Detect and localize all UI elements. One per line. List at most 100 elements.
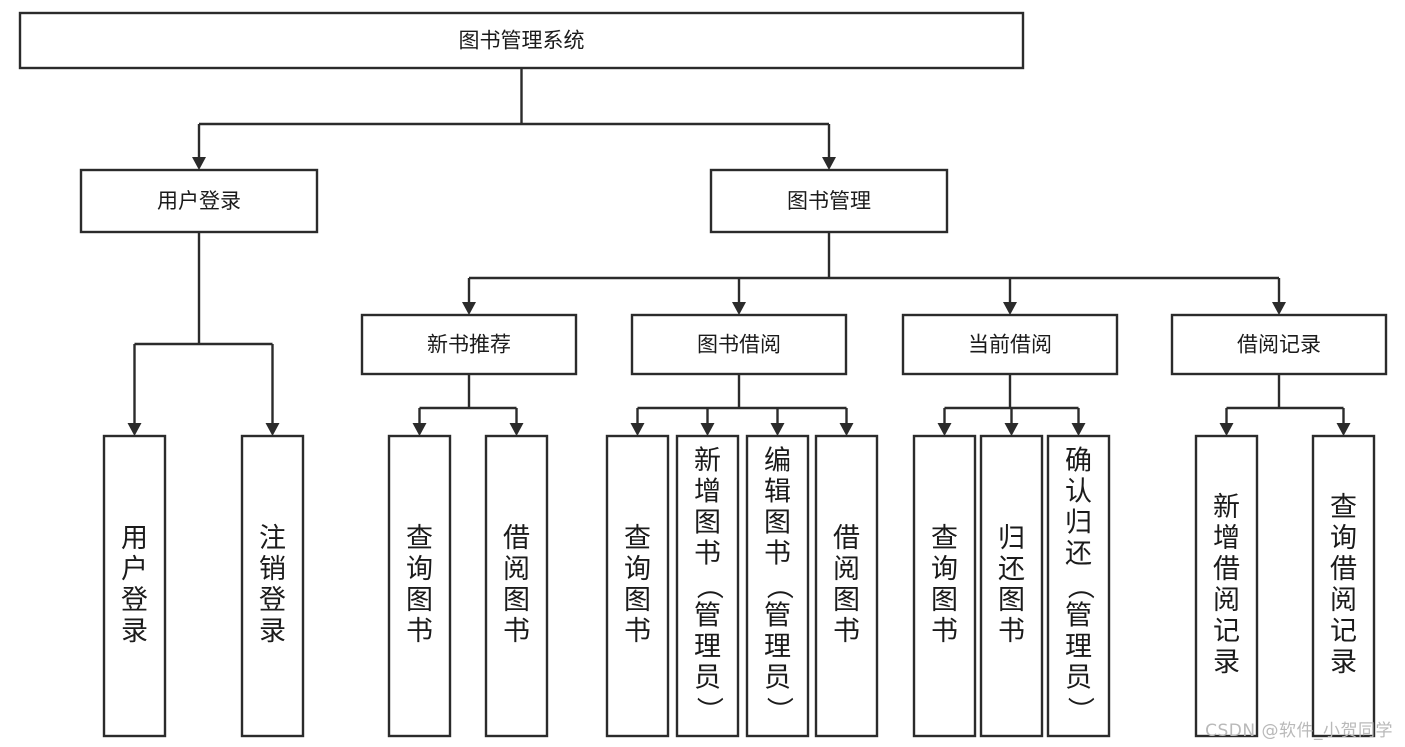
leaf-label-char: 图 (764, 508, 791, 539)
watermark-label: CSDN @软件_小贺同学 (1205, 721, 1393, 741)
node-box[interactable] (240, 434, 305, 738)
arrow-head-icon (462, 302, 476, 315)
node-box[interactable] (18, 11, 1025, 70)
node-box[interactable] (605, 434, 670, 738)
connector-group-current-borrow (937, 374, 1086, 436)
arrow-head-icon (1219, 423, 1234, 436)
node-box[interactable] (387, 434, 452, 738)
leaf-label-char: （ (693, 573, 724, 600)
leaf-label-char: 辑 (764, 477, 791, 508)
arrow-head-icon (509, 423, 524, 436)
arrow-head-icon (127, 423, 142, 436)
node-box[interactable] (79, 168, 319, 234)
node-box[interactable] (709, 168, 949, 234)
leaf-label-char: 认 (1065, 477, 1092, 508)
leaf-label-char: 图 (694, 508, 721, 539)
leaf-label-char: 录 (121, 616, 148, 647)
arrow-head-icon (630, 423, 645, 436)
leaf-label-char: 借 (1330, 554, 1357, 585)
connector-group-root (192, 68, 836, 170)
node-box[interactable] (1311, 434, 1376, 738)
leaf-label-char: 管 (1065, 601, 1092, 632)
node-leaf-user-login[interactable]: 用户登录 (102, 434, 167, 738)
leaf-label-char: 录 (259, 616, 286, 647)
leaf-label-char: 书 (833, 616, 860, 647)
node-box[interactable] (675, 434, 740, 738)
leaf-label-char: 新 (1213, 492, 1240, 523)
node-box[interactable] (901, 313, 1119, 376)
leaf-label-char: 确 (1065, 446, 1092, 477)
arrow-head-icon (1336, 423, 1351, 436)
leaf-label-char: ） (1064, 697, 1095, 724)
leaf-label-char: 查 (931, 523, 958, 554)
arrow-head-icon (1272, 302, 1286, 315)
leaf-label-char: （ (763, 573, 794, 600)
leaf-label-char: 图 (833, 585, 860, 616)
connector-group-user-login (127, 232, 280, 436)
node-box[interactable] (912, 434, 977, 738)
node-root[interactable]: 图书管理系统 (18, 11, 1025, 70)
leaf-label-char: 记 (1213, 616, 1240, 647)
leaf-label-char: 登 (259, 585, 286, 616)
node-current-borrow[interactable]: 当前借阅 (901, 313, 1119, 376)
leaf-label-char: 录 (1213, 647, 1240, 678)
node-box[interactable] (630, 313, 848, 376)
arrow-head-icon (1071, 423, 1086, 436)
leaf-label-char: 询 (406, 554, 433, 585)
arrow-head-icon (732, 302, 746, 315)
node-box[interactable] (979, 434, 1044, 738)
arrow-head-icon (1003, 302, 1017, 315)
leaf-label-char: 员 (764, 663, 791, 694)
leaf-label-char: 员 (1065, 663, 1092, 694)
node-label: 用户登录 (157, 189, 241, 213)
leaf-label-char: 销 (259, 554, 286, 585)
leaf-label-char: 图 (931, 585, 958, 616)
leaf-label-char: 询 (1330, 523, 1357, 554)
leaf-label-char: 归 (1065, 508, 1092, 539)
leaf-label-char: 员 (694, 663, 721, 694)
leaf-label-char: 书 (406, 616, 433, 647)
leaf-label-char: 借 (503, 523, 530, 554)
arrow-head-icon (937, 423, 952, 436)
node-box[interactable] (1046, 434, 1111, 738)
node-user-login[interactable]: 用户登录 (79, 168, 319, 234)
connector-group-new-book-recommend (412, 374, 524, 436)
leaf-label-char: 新 (694, 446, 721, 477)
leaf-label-char: 记 (1330, 616, 1357, 647)
leaf-label-char: 书 (624, 616, 651, 647)
node-box[interactable] (484, 434, 549, 738)
node-box[interactable] (1194, 434, 1259, 738)
node-book-management[interactable]: 图书管理 (709, 168, 949, 234)
node-box[interactable] (360, 313, 578, 376)
node-box[interactable] (814, 434, 879, 738)
arrow-head-icon (770, 423, 785, 436)
node-box[interactable] (745, 434, 810, 738)
node-borrow-record[interactable]: 借阅记录 (1170, 313, 1388, 376)
node-box[interactable] (1170, 313, 1388, 376)
leaf-label-char: 借 (833, 523, 860, 554)
leaf-label-char: （ (1064, 573, 1095, 600)
leaf-label-char: 查 (1330, 492, 1357, 523)
leaf-label-char: 图 (503, 585, 530, 616)
node-box[interactable] (102, 434, 167, 738)
leaf-label-char: 注 (259, 523, 286, 554)
node-new-book-recommend[interactable]: 新书推荐 (360, 313, 578, 376)
node-book-borrow[interactable]: 图书借阅 (630, 313, 848, 376)
leaf-label-char: 询 (624, 554, 651, 585)
node-label: 图书借阅 (697, 333, 781, 357)
leaf-label-char: 登 (121, 585, 148, 616)
